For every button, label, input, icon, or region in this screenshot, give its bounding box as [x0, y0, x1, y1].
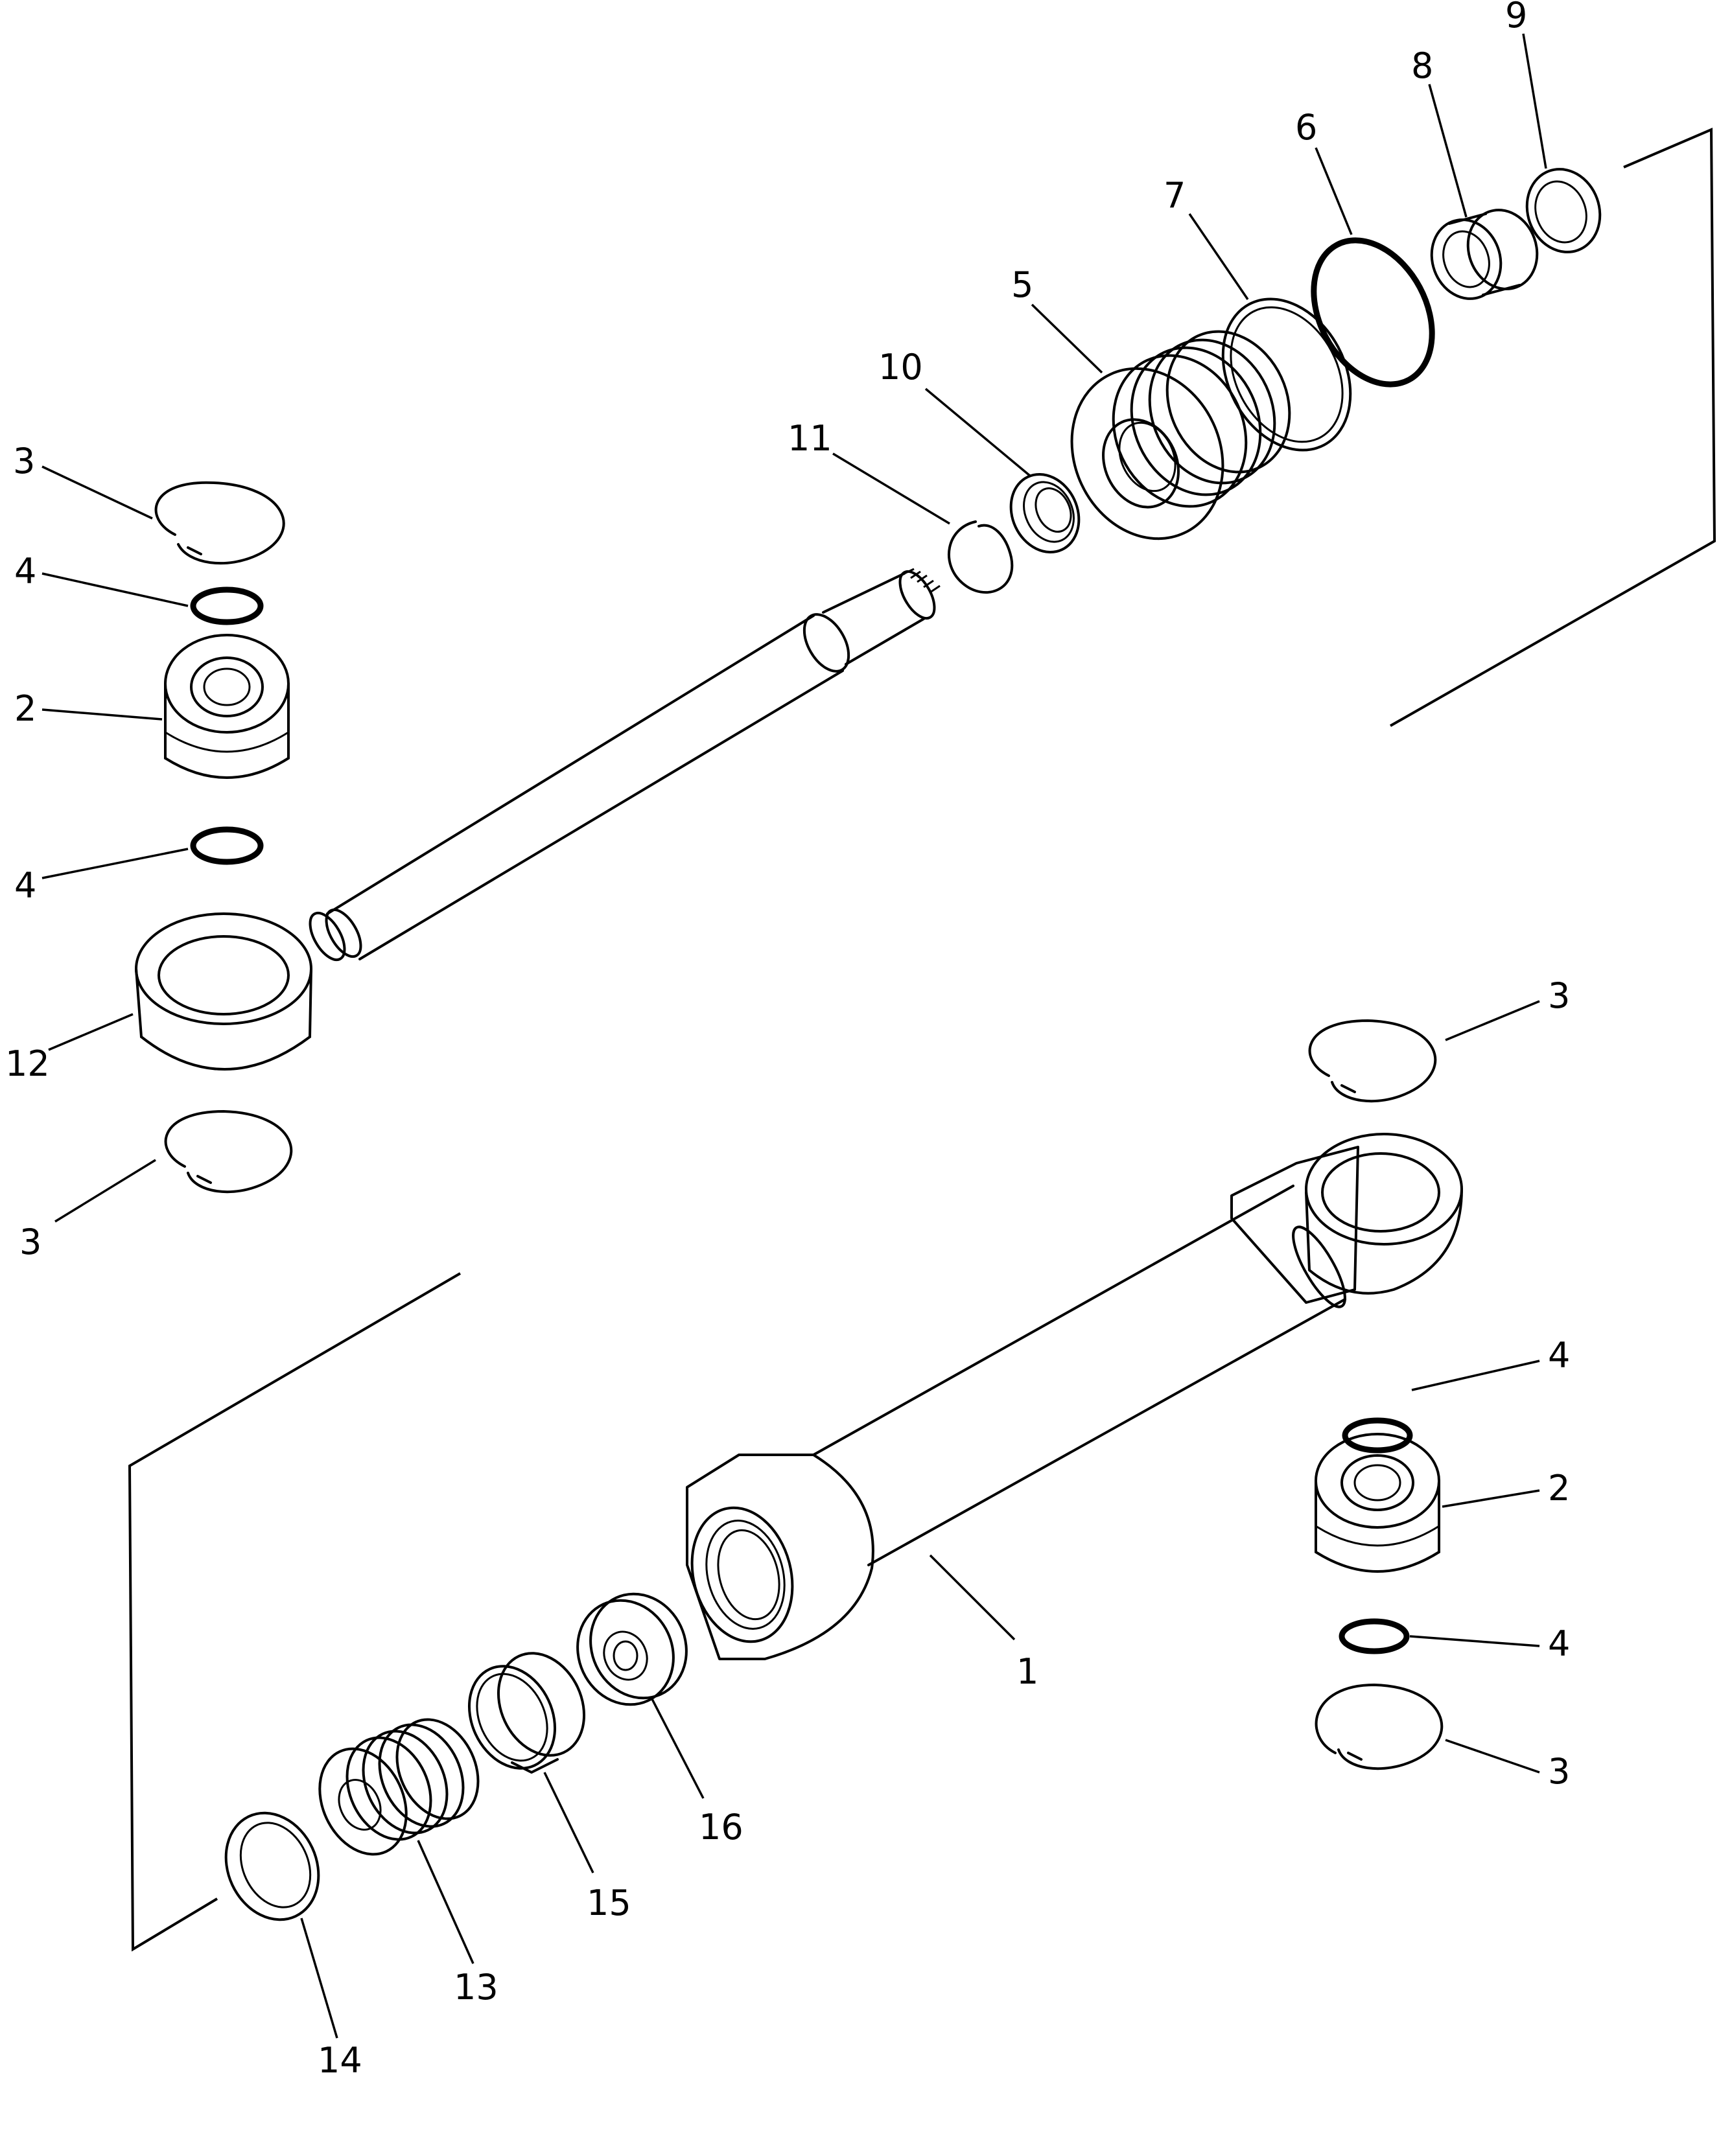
callout-3: 3 — [1548, 1751, 1570, 1792]
callout-3: 3 — [1548, 975, 1570, 1016]
callout-16: 16 — [699, 1807, 743, 1848]
part-8-bushing — [1430, 209, 1539, 300]
callout-9: 9 — [1505, 0, 1527, 36]
callout-5: 5 — [1011, 264, 1033, 305]
part-5-cylinder-head — [1070, 330, 1291, 540]
callout-labels: 9 8 6 7 5 10 11 3 4 2 4 12 3 3 4 2 4 3 1… — [5, 0, 1570, 2081]
part-15-split-bushing — [467, 1652, 586, 1774]
callout-6: 6 — [1295, 107, 1317, 148]
callout-4: 4 — [14, 865, 36, 906]
callout-2: 2 — [14, 688, 36, 729]
part-14-wear-ring — [224, 1811, 320, 1921]
callout-13: 13 — [454, 1967, 498, 2008]
part-9-ring — [1525, 168, 1602, 253]
part-11-snap-ring — [948, 520, 1014, 594]
part-16-piston-nut — [576, 1592, 688, 1706]
part-7-backup-ring — [1221, 297, 1352, 452]
part-13-piston — [318, 1718, 480, 1856]
callout-2: 2 — [1548, 1468, 1570, 1509]
lower-assembly-bracket — [128, 1272, 462, 1952]
callout-7: 7 — [1164, 175, 1186, 216]
part-1-cylinder-tube — [686, 1133, 1463, 1660]
callout-4: 4 — [1548, 1623, 1570, 1664]
part-2-bushing-right — [1315, 1433, 1440, 1573]
callout-1: 1 — [1016, 1651, 1038, 1692]
part-2-bushing-upper — [164, 634, 290, 779]
part-12-rod-eye — [135, 912, 312, 1071]
part-4-o-ring-right-b — [1339, 1618, 1410, 1654]
part-3-snap-ring-upper — [154, 481, 285, 565]
part-3-snap-ring-right-upper — [1308, 1019, 1437, 1103]
callout-8: 8 — [1411, 45, 1433, 86]
part-10-bushing — [1009, 472, 1081, 554]
callout-4: 4 — [14, 551, 36, 592]
callout-14: 14 — [318, 2040, 362, 2081]
callout-10: 10 — [878, 347, 923, 388]
part-4-o-ring-upper-a — [190, 586, 264, 625]
callout-4: 4 — [1548, 1335, 1570, 1376]
leader-lines — [41, 33, 1547, 2039]
part-4-o-ring-upper-b — [190, 826, 264, 865]
part-3-snap-ring-right-lower — [1315, 1684, 1444, 1770]
part-4-o-ring-right-a — [1342, 1417, 1413, 1454]
callout-15: 15 — [587, 1883, 631, 1923]
part-6-o-ring — [1311, 237, 1435, 388]
callout-12: 12 — [5, 1043, 50, 1084]
callout-11: 11 — [788, 418, 832, 459]
callout-3: 3 — [19, 1222, 41, 1262]
upper-assembly-bracket — [1390, 127, 1716, 727]
part-3-snap-ring-lower — [164, 1110, 293, 1194]
callout-3: 3 — [13, 441, 35, 481]
part-12-piston-rod — [309, 568, 941, 962]
